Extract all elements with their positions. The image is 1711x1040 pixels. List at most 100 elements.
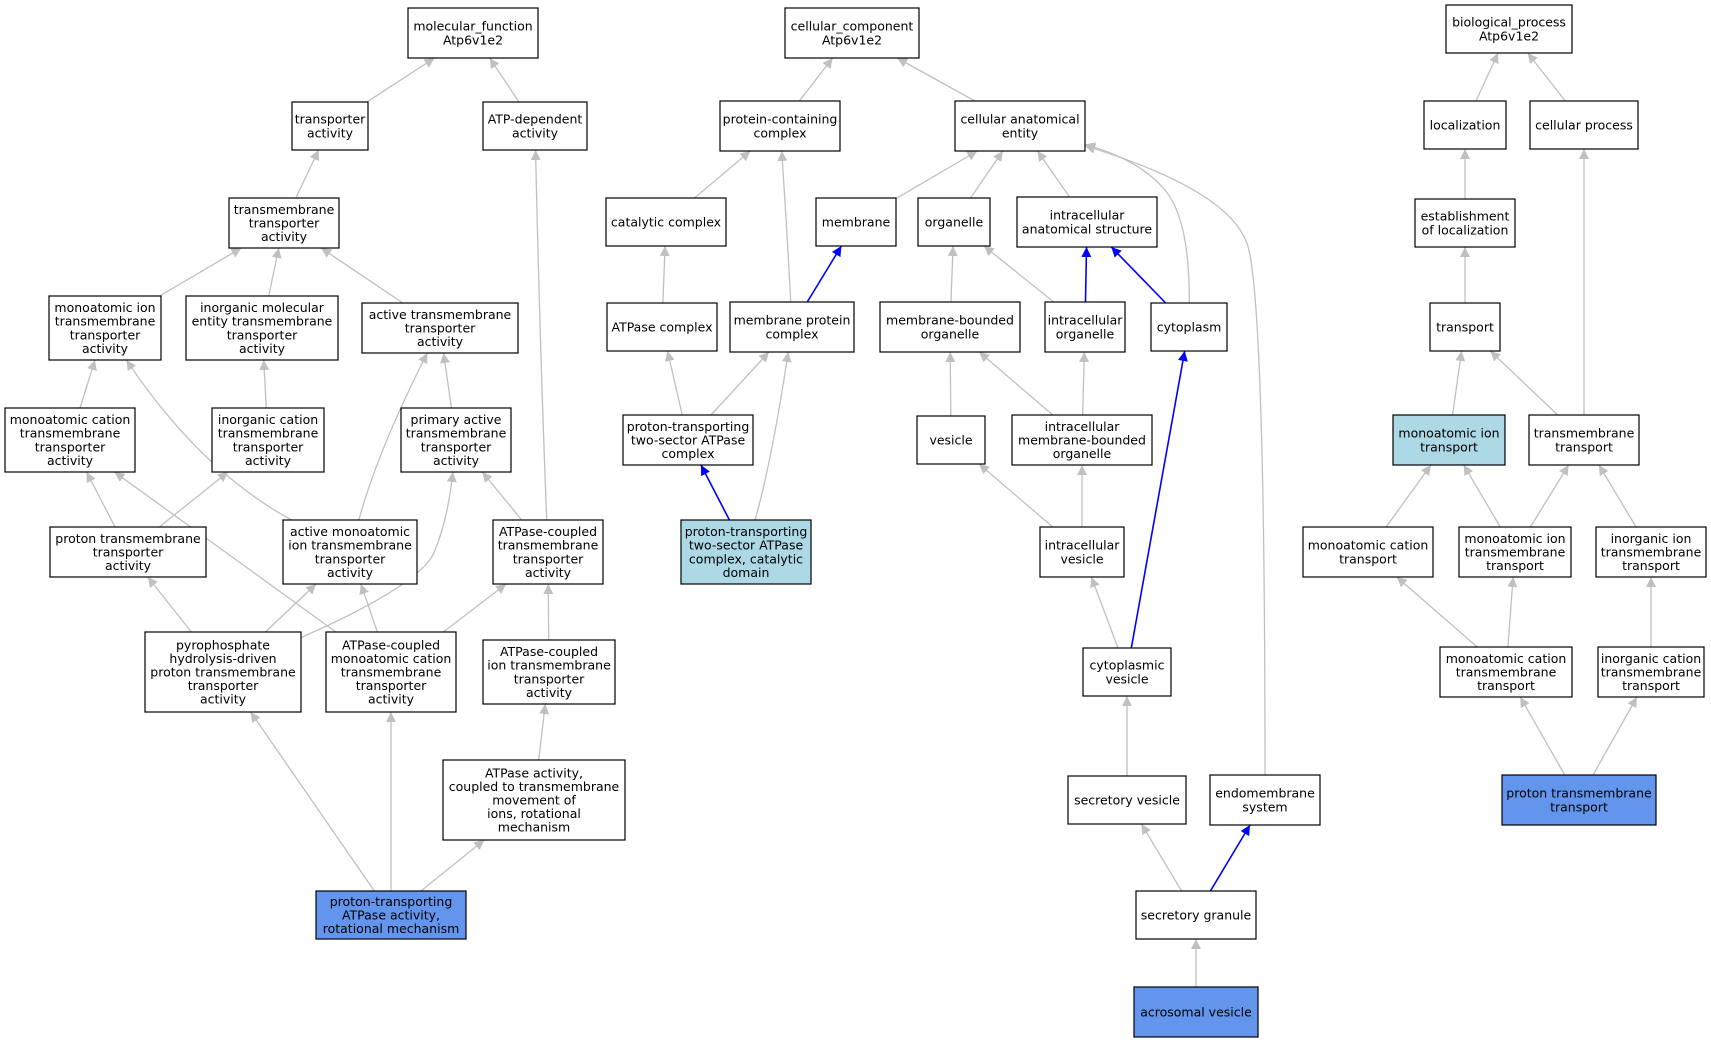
node-box bbox=[1445, 4, 1573, 54]
node-label-line: entity transmembrane bbox=[192, 314, 333, 329]
node-label-line: transmembrane bbox=[1601, 665, 1702, 680]
node-cc_membrane[interactable]: membrane bbox=[815, 197, 897, 247]
node-box bbox=[1067, 775, 1187, 825]
node-box bbox=[315, 890, 467, 940]
node-label-line: transport bbox=[1550, 799, 1608, 814]
node-label-line: transmembrane bbox=[406, 426, 507, 441]
node-cc_catalytic[interactable]: catalytic complex bbox=[605, 197, 727, 247]
node-cc_secretory_granule[interactable]: secretory granule bbox=[1135, 890, 1257, 940]
node-box bbox=[211, 407, 325, 473]
node-label-line: transport bbox=[1486, 558, 1544, 573]
node-box bbox=[879, 301, 1021, 353]
node-box bbox=[1414, 198, 1516, 248]
node-label-line: activity bbox=[245, 453, 292, 468]
node-label-line: ion transmembrane bbox=[487, 658, 611, 673]
edge-bp_cell_process-to-bp bbox=[1527, 52, 1566, 102]
node-mf_inorgcation[interactable]: inorganic cationtransmembranetransporter… bbox=[211, 407, 325, 473]
node-label-line: proton-transporting bbox=[685, 524, 808, 539]
edge-bp_tm_transport-to-bp_transport bbox=[1489, 350, 1559, 416]
edge-cc_proton_two-to-cc_mem_protein bbox=[710, 351, 770, 416]
edge-bp_monoion_tm-to-bp_monoion_transport bbox=[1463, 464, 1501, 528]
node-mf_primary_active[interactable]: primary activetransmembranetransporterac… bbox=[400, 407, 512, 473]
node-label-line: entity bbox=[1002, 125, 1039, 140]
edge-mf_active_tm-to-mf_tm_transporter bbox=[320, 247, 404, 304]
node-label-line: transporter bbox=[35, 439, 106, 454]
node-label-line: complex bbox=[754, 125, 807, 140]
node-label-line: localization bbox=[1430, 118, 1501, 133]
node-mf_monoion[interactable]: monoatomic iontransmembranetransporterac… bbox=[48, 295, 162, 361]
node-label-line: protein-containing bbox=[723, 112, 838, 127]
node-box bbox=[1016, 196, 1158, 248]
node-box bbox=[492, 519, 604, 585]
node-label-line: ATP-dependent bbox=[488, 112, 583, 127]
edge-bp_monocation_tm-to-bp_monocation_transport bbox=[1396, 576, 1478, 648]
node-label-line: activity bbox=[105, 558, 152, 573]
node-cc_cytoplasm[interactable]: cytoplasm bbox=[1150, 302, 1228, 352]
node-bp_cell_process[interactable]: cellular process bbox=[1529, 100, 1639, 150]
node-mf_atpase_coupled_tm[interactable]: ATPase-coupledtransmembranetransporterac… bbox=[492, 519, 604, 585]
node-label-line: transmembrane bbox=[1601, 545, 1702, 560]
node-label-line: active transmembrane bbox=[369, 307, 512, 322]
edge-mf_atpase_rot-to-mf_atpase_ion bbox=[538, 703, 550, 761]
node-cc_vesicle[interactable]: vesicle bbox=[916, 415, 986, 465]
node-box bbox=[49, 526, 207, 578]
node-label-line: ion transmembrane bbox=[288, 538, 412, 553]
node-bp_localization[interactable]: localization bbox=[1423, 100, 1507, 150]
node-label-line: active monoatomic bbox=[290, 524, 410, 539]
node-label-line: activity bbox=[512, 125, 559, 140]
node-label-line: transport bbox=[1555, 439, 1613, 454]
node-label-line: Atp6v1e2 bbox=[822, 32, 882, 47]
node-mf_atpase_rot[interactable]: ATPase activity,coupled to transmembrane… bbox=[442, 759, 626, 841]
node-label-line: of localization bbox=[1422, 222, 1509, 237]
edge-mf_atpase_coupled_tm-to-mf_primary_active bbox=[481, 471, 523, 521]
node-label-line: activity bbox=[239, 341, 286, 356]
node-cc_atpase_complex[interactable]: ATPase complex bbox=[606, 302, 718, 352]
edge-cc_proton_two-to-cc_atpase_complex bbox=[664, 350, 683, 416]
node-label-line: intracellular bbox=[1048, 313, 1124, 328]
edge-bp_proton_tm-to-bp_inorgcation_tm bbox=[1592, 696, 1638, 776]
node-mf_monocation[interactable]: monoatomic cationtransmembranetransporte… bbox=[4, 407, 136, 473]
node-cc_secretory_vesicle[interactable]: secretory vesicle bbox=[1067, 775, 1187, 825]
edge-cc_mem_protein-to-cc_membrane bbox=[806, 245, 843, 303]
node-label-line: vesicle bbox=[929, 433, 972, 448]
node-cc_acrosomal[interactable]: acrosomal vesicle bbox=[1133, 986, 1259, 1038]
node-bp_transport[interactable]: transport bbox=[1429, 302, 1501, 352]
node-cc_organelle[interactable]: organelle bbox=[917, 197, 991, 247]
edge-mf_transporter-to-mf bbox=[366, 57, 435, 103]
